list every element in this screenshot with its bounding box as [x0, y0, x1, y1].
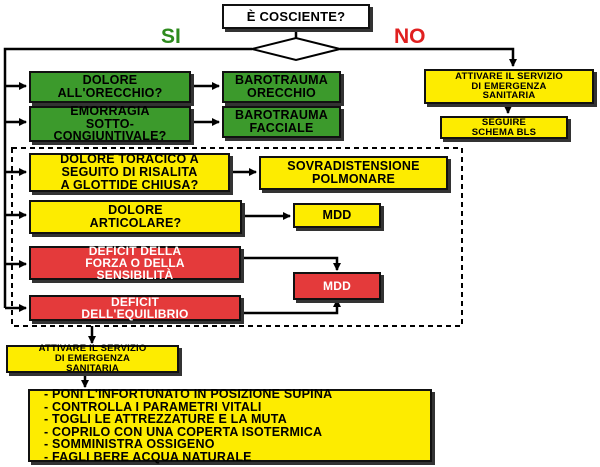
decision-diamond	[251, 36, 341, 62]
mdd-result-deficit: MDD	[293, 272, 381, 300]
yes-trunk	[3, 47, 252, 308]
instruction-item: - PONI L'INFORTUNATO IN POSIZIONE SUPINA	[44, 387, 333, 401]
balance-deficit: DEFICIT DELL'EQUILIBRIO	[29, 295, 241, 321]
is-conscious-question: È COSCIENTE?	[222, 4, 370, 29]
instruction-item: - FAGLI BERE ACQUA NATURALE	[44, 449, 252, 464]
strength-sensitivity-deficit: DEFICIT DELLA FORZA O DELLA SENSIBILITÀ	[29, 245, 241, 281]
yes-label: SI	[161, 25, 181, 48]
activate-emergency-service: ATTIVARE IL SERVIZIO DI EMERGENZA SANITA…	[6, 344, 179, 373]
instruction-item: - TOGLI LE ATTREZZATURE E LA MUTA	[44, 412, 287, 426]
instruction-item: - COPRILO CON UNA COPERTA ISOTERMICA	[44, 424, 323, 439]
dashed-group-frame	[11, 147, 463, 327]
connector	[241, 256, 341, 271]
no-connector	[340, 47, 517, 67]
first-aid-instructions: - PONI L'INFORTUNATO IN POSIZIONE SUPINA…	[28, 387, 432, 464]
joint-pain-question: DOLORE ARTICOLARE?	[29, 200, 242, 234]
subconjunctival-hemorrhage-question: EMORRAGIA SOTTO- CONGIUNTIVALE?	[29, 105, 191, 143]
ear-barotrauma-result: BAROTRAUMA ORECCHIO	[222, 71, 341, 103]
follow-bls-scheme: SEGUIRE SCHEMA BLS	[440, 116, 568, 139]
no-branch-activate-emergency: ATTIVARE IL SERVIZIO DI EMERGENZA SANITA…	[424, 69, 594, 104]
instruction-item: - SOMMINISTRA OSSIGENO	[44, 437, 215, 451]
no-label: NO	[394, 25, 426, 48]
facial-barotrauma-result: BAROTRAUMA FACCIALE	[222, 106, 341, 138]
mdd-result-joint: MDD	[293, 203, 381, 228]
connector	[241, 299, 341, 315]
ear-pain-question: DOLORE ALL'ORECCHIO?	[29, 71, 191, 103]
chest-pain-question: DOLORE TORACICO A SEGUITO DI RISALITA A …	[29, 153, 230, 192]
pulmonary-overdistension-result: SOVRADISTENSIONE POLMONARE	[259, 156, 448, 190]
instruction-item: - CONTROLLA I PARAMETRI VITALI	[44, 399, 262, 414]
